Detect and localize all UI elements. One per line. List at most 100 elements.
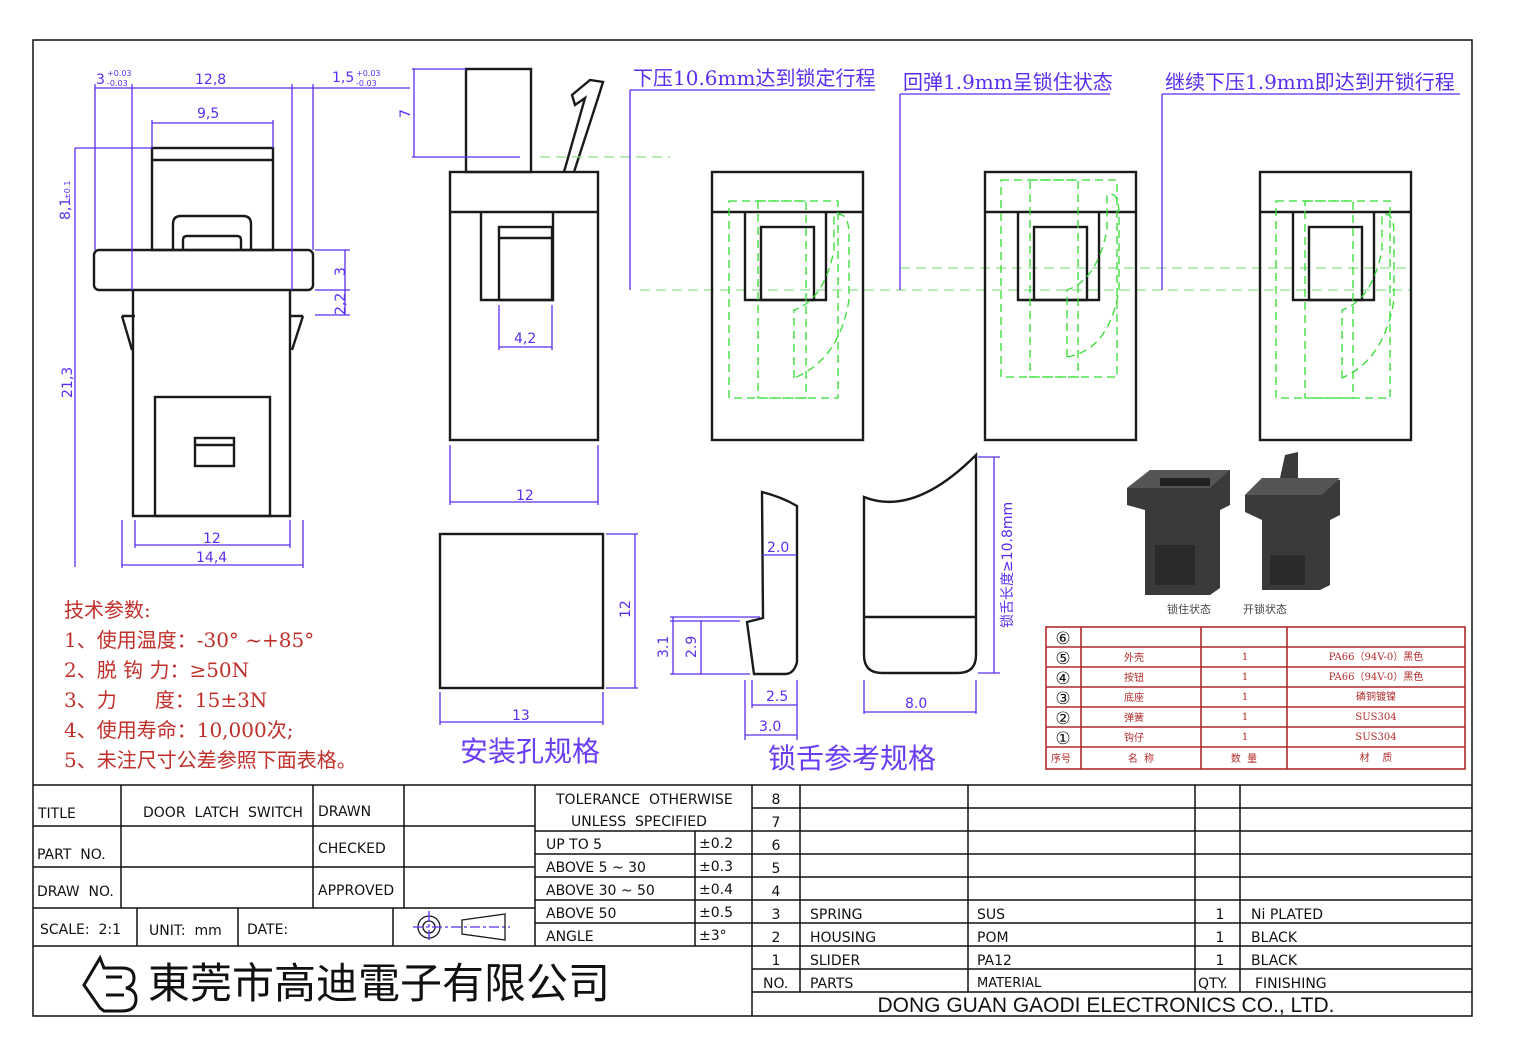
bom-row-material: SUS: [977, 907, 1005, 923]
bom-row-no: 1: [772, 953, 781, 969]
bom-header-material: MATERIAL: [977, 976, 1042, 991]
approved-label: APPROVED: [318, 883, 394, 899]
state-view-unlocked: [1258, 170, 1413, 442]
state-label-pressed: 下压10.6mm达到锁定行程: [633, 66, 875, 90]
dim-8-1-tol: ±0.1: [63, 181, 72, 200]
bom-row-finishing: Ni PLATED: [1251, 907, 1323, 923]
bom-row-qty: 1: [1216, 930, 1225, 946]
bom-cn-row-material: SUS304: [1355, 712, 1396, 723]
bom-cn-row-name: 底座: [1124, 691, 1144, 704]
title-block: TITLE DOOR LATCH SWITCH DRAWN PART NO. C…: [33, 784, 1472, 1017]
date-label: DATE:: [247, 922, 288, 938]
bom-cn-row-name: 外壳: [1124, 651, 1144, 664]
dim-12: 12: [203, 531, 221, 547]
bom-cn-row-no: ④: [1055, 669, 1070, 689]
bom-cn-header-qty: 数 量: [1231, 752, 1257, 765]
tolerance-value: ±0.2: [699, 836, 733, 852]
tongue-length-label: 锁舌长度≥10.8mm: [1000, 502, 1016, 628]
scale-label: SCALE: 2:1: [40, 922, 121, 938]
tech-param-line: 4、使用寿命：10,000次;: [64, 718, 293, 742]
bom-cn-row-no: ①: [1055, 729, 1070, 749]
title-label: TITLE: [37, 806, 76, 822]
checked-label: CHECKED: [318, 841, 386, 857]
dim-2-2: 2,2: [333, 293, 349, 315]
bom-row-material: PA12: [977, 953, 1012, 969]
dim-14-4: 14,4: [196, 550, 227, 566]
bom-row-no: 8: [772, 792, 781, 808]
bom-header-finishing: FINISHING: [1255, 976, 1327, 992]
dim-3: 3: [96, 72, 105, 88]
projection-symbol-icon: [413, 911, 510, 943]
dim-4-2: 4,2: [514, 331, 536, 347]
part-no-label: PART NO.: [37, 847, 106, 863]
state-view-pressed: [710, 170, 865, 442]
bom-cn-row-material: 磷铜镀镍: [1356, 690, 1396, 703]
tech-param-line: 5、未注尺寸公差参照下面表格。: [64, 748, 357, 772]
bom-cn-row-qty: 1: [1242, 692, 1248, 703]
unit-label: UNIT: mm: [149, 923, 222, 939]
bom-cn-header-no: 序号: [1051, 752, 1071, 765]
dim-hole-12: 12: [618, 600, 634, 618]
bom-cn-row-no: ⑤: [1055, 649, 1070, 669]
bom-cn-row-name: 钩仔: [1124, 732, 1144, 744]
state-label-locked: 回弹1.9mm呈锁住状态: [903, 70, 1113, 94]
bom-row-material: POM: [977, 930, 1009, 946]
tolerance-range: UP TO 5: [546, 837, 602, 853]
bom-row-part: SPRING: [810, 907, 863, 923]
bom-cn-row-no: ②: [1055, 709, 1070, 729]
bom-cn-row-qty: 1: [1242, 672, 1248, 683]
bom-row-no: 4: [772, 884, 781, 900]
bom-row-no: 5: [772, 861, 781, 877]
bom-row-no: 7: [772, 815, 781, 831]
bom-row-finishing: BLACK: [1251, 953, 1298, 969]
dim-9-5: 9,5: [197, 106, 219, 122]
bom-cn-row-material: PA66（94V-0）黑色: [1329, 650, 1424, 663]
bom-cn-row-material: SUS304: [1355, 732, 1396, 743]
bom-row-part: HOUSING: [810, 930, 876, 946]
dim-12-8: 12,8: [195, 72, 226, 88]
dim-tongue-3-1: 3.1: [656, 636, 672, 658]
dim-12-side: 12: [516, 488, 534, 504]
bom-cn-row-qty: 1: [1242, 712, 1248, 723]
title-value: DOOR LATCH SWITCH: [143, 805, 303, 821]
tolerance-header: TOLERANCE OTHERWISE: [555, 792, 733, 808]
bom-cn-header-name: 名 称: [1128, 752, 1154, 765]
tech-param-line: 2、脱 钩 力：≥50N: [64, 658, 249, 682]
state-view-locked: [983, 170, 1138, 442]
photo-label-unlocked: 开锁状态: [1243, 602, 1287, 616]
tolerance-range: ANGLE: [546, 929, 594, 945]
bom-row-part: SLIDER: [810, 953, 860, 969]
bom-row-qty: 1: [1216, 953, 1225, 969]
bom-cn-row-material: PA66（94V-0）黑色: [1329, 670, 1424, 683]
dim-8-1: 8,1: [58, 198, 74, 220]
tolerance-value: ±0.5: [699, 905, 733, 921]
bom-row-no: 2: [772, 930, 781, 946]
product-photos: 锁住状态 开锁状态: [1127, 452, 1340, 616]
state-label-unlocked: 继续下压1.9mm即达到开锁行程: [1165, 70, 1455, 94]
tolerance-range: ABOVE 5 ~ 30: [546, 860, 646, 876]
bom-row-no: 3: [772, 907, 781, 923]
bom-header-parts: PARTS: [810, 976, 853, 992]
dim-tongue-8-0: 8.0: [905, 696, 927, 712]
dim-tongue-2-5: 2.5: [766, 689, 788, 705]
photo-locked: [1127, 470, 1230, 595]
photo-label-locked: 锁住状态: [1167, 602, 1211, 616]
front-view: 3 +0.03 -0.03 12,8 1,5 +0.03 -0.03 9,5 8…: [58, 69, 410, 568]
tech-params-title: 技术参数:: [64, 598, 151, 622]
tech-param-line: 3、力 度：15±3N: [64, 688, 267, 712]
bom-header-qty: QTY.: [1198, 976, 1228, 992]
tolerance-header-2: UNLESS SPECIFIED: [571, 814, 707, 830]
bom-cn-row-no: ⑥: [1055, 629, 1070, 649]
dim-1-5-tol-minus: -0.03: [356, 79, 377, 88]
dim-21-3: 21,3: [60, 367, 76, 398]
mount-hole-caption: 安装孔规格: [460, 735, 600, 768]
company-name-cn: 東莞市高迪電子有限公司: [148, 959, 610, 1008]
dim-tongue-2-0: 2.0: [767, 540, 789, 556]
tolerance-value: ±0.3: [699, 859, 733, 875]
side-view: 7 4,2 12: [398, 67, 1410, 505]
bom-header-no: NO.: [763, 976, 788, 992]
tech-param-line: 1、使用温度：-30° ~+85°: [64, 628, 314, 652]
tolerance-value: ±0.4: [699, 882, 733, 898]
